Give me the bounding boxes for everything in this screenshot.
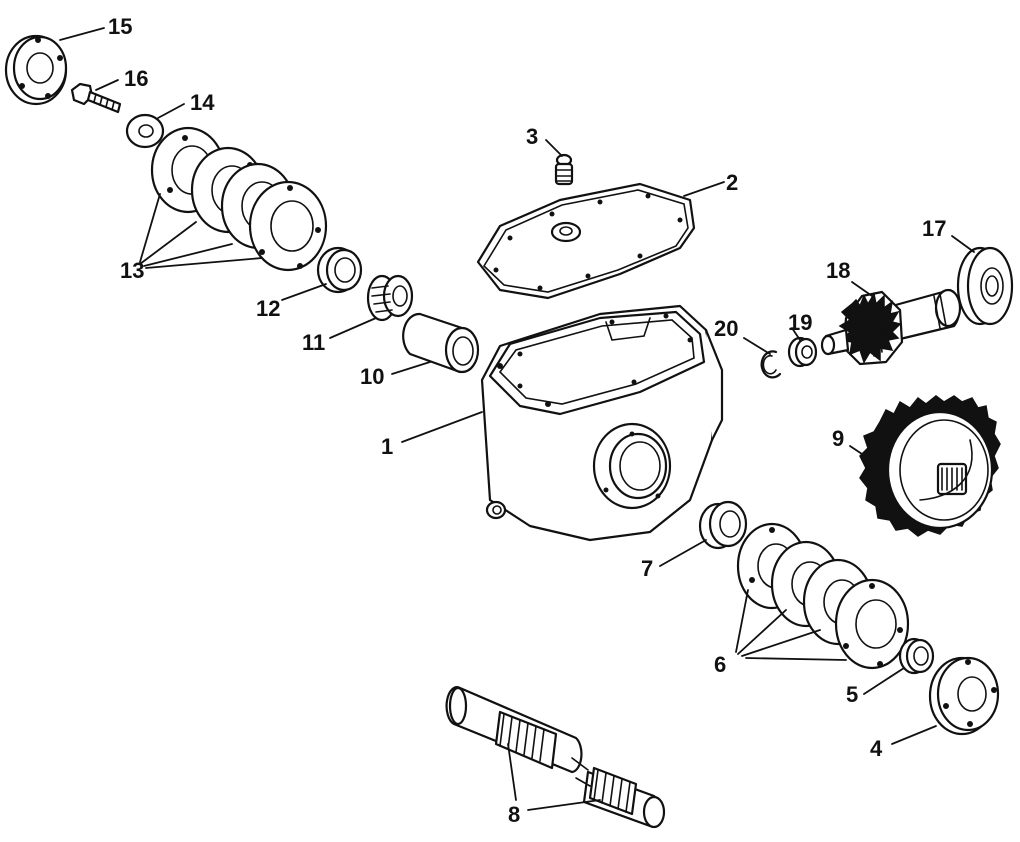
callout-20: 20 [714,316,738,341]
part-6-shim-stack [736,522,910,670]
callout-6: 6 [714,652,726,677]
callout-4: 4 [870,736,883,761]
part-1-gearbox-housing [480,304,724,542]
part-7-bearing [698,500,748,550]
callout-11: 11 [302,330,325,355]
part-11-bearing-cone [366,274,414,322]
callout-8: 8 [508,802,520,827]
part-3-breather-plug [554,153,574,186]
callout-13: 13 [120,258,144,283]
callout-7: 7 [641,556,653,581]
part-17-bearing [956,246,1014,326]
part-18-pinion-gear [820,288,962,366]
part-16-bolt [70,82,122,114]
callout-2: 2 [726,170,738,195]
callout-16: 16 [124,66,148,91]
callout-14: 14 [190,90,215,115]
leader-lines [59,27,975,811]
part-15-end-cap [4,34,68,106]
callout-19: 19 [788,310,812,335]
part-5-seal [898,637,935,675]
part-19-spacer [787,336,818,368]
part-10-spacer-tube [402,312,480,374]
part-14-washer [125,113,165,149]
part-12-bearing-cup [316,246,363,294]
part-20-snap-ring [760,350,782,379]
callout-5: 5 [846,682,858,707]
callout-10: 10 [360,364,384,389]
callout-3: 3 [526,124,538,149]
part-2-cover-plate [476,182,696,300]
part-4-end-cap [928,656,1000,736]
callout-12: 12 [256,296,280,321]
callout-9: 9 [832,426,844,451]
callout-1: 1 [381,434,393,459]
part-13-shim-stack [150,126,328,272]
callout-18: 18 [826,258,850,283]
callout-15: 15 [108,14,132,39]
part-9-ring-gear [859,395,1001,537]
callout-17: 17 [922,216,946,241]
callout-labels: 1 2 3 4 5 6 7 8 9 10 11 12 13 14 15 16 1… [108,14,946,827]
